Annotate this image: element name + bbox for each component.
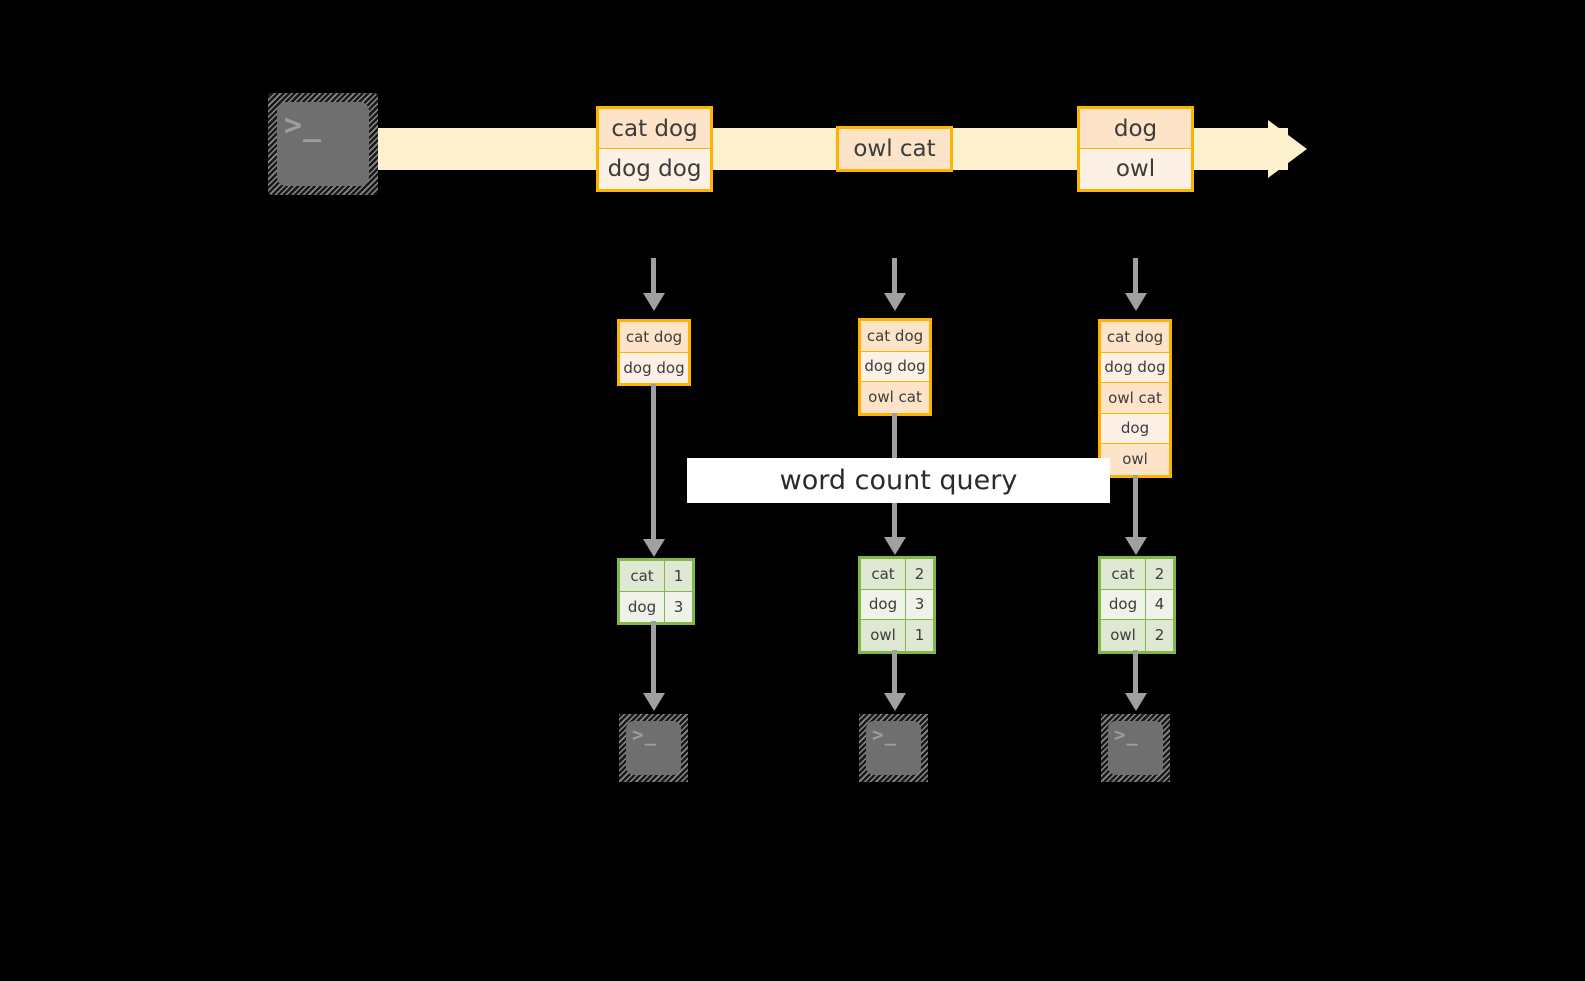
terminal-prompt-glyph: >_ <box>1114 724 1139 746</box>
snapshot-3-result-table[interactable]: cat 2 dog 4 owl 2 <box>1098 556 1176 654</box>
snapshot-2-sink-line <box>892 650 897 696</box>
result-count: 2 <box>1146 620 1173 651</box>
table-row[interactable]: dog 3 <box>861 589 933 620</box>
snapshot-message[interactable]: dog dog <box>1101 352 1169 383</box>
result-count: 3 <box>665 591 692 622</box>
result-count: 4 <box>1146 589 1173 619</box>
snapshot-message[interactable]: cat dog <box>861 321 929 352</box>
result-word: cat <box>861 559 906 589</box>
result-word: dog <box>861 589 906 619</box>
terminal-prompt-glyph: >_ <box>872 724 897 746</box>
snapshot-3-input-stack[interactable]: cat dog dog dog owl cat dog owl <box>1098 319 1172 478</box>
terminal-screen <box>626 721 681 775</box>
snapshot-2-input-stack[interactable]: cat dog dog dog owl cat <box>858 318 932 416</box>
snapshot-message[interactable]: owl cat <box>1101 383 1169 414</box>
snapshot-2-sink-arrowhead <box>884 693 906 711</box>
query-label: word count query <box>687 458 1110 503</box>
snapshot-3-feed-line <box>1133 258 1138 296</box>
terminal-prompt-glyph: >_ <box>284 108 323 143</box>
result-count: 2 <box>906 559 933 589</box>
stream-message[interactable]: dog <box>1080 109 1191 149</box>
result-word: cat <box>620 561 665 591</box>
snapshot-3-sink-arrowhead <box>1125 693 1147 711</box>
snapshot-3-query-line <box>1133 475 1138 540</box>
terminal-screen <box>277 102 369 186</box>
snapshot-1-result-table[interactable]: cat 1 dog 3 <box>617 558 695 625</box>
stream-message[interactable]: dog dog <box>599 149 710 189</box>
snapshot-message[interactable]: dog dog <box>620 352 688 383</box>
result-count: 3 <box>906 589 933 619</box>
terminal-screen <box>866 721 921 775</box>
query-label-text: word count query <box>779 465 1018 496</box>
stream-message[interactable]: cat dog <box>599 109 710 149</box>
table-row[interactable]: cat 1 <box>620 561 692 592</box>
snapshot-message[interactable]: dog dog <box>861 351 929 382</box>
snapshot-1-query-line <box>651 384 656 542</box>
snapshot-3-sink-terminal-icon: >_ <box>1101 714 1170 782</box>
result-word: cat <box>1101 559 1146 589</box>
snapshot-1-feed-arrowhead <box>643 293 665 311</box>
table-row[interactable]: dog 3 <box>620 591 692 622</box>
result-word: owl <box>1101 620 1146 651</box>
snapshot-message[interactable]: owl cat <box>861 382 929 413</box>
snapshot-2-sink-terminal-icon: >_ <box>859 714 928 782</box>
snapshot-1-sink-terminal-icon: >_ <box>619 714 688 782</box>
snapshot-2-result-table[interactable]: cat 2 dog 3 owl 1 <box>858 556 936 654</box>
table-row[interactable]: cat 2 <box>861 559 933 590</box>
snapshot-1-feed-line <box>651 258 656 296</box>
stream-group-3[interactable]: dog owl <box>1077 106 1194 192</box>
snapshot-2-feed-line <box>892 258 897 296</box>
terminal-screen <box>1108 721 1163 775</box>
snapshot-message[interactable]: cat dog <box>1101 322 1169 353</box>
snapshot-message[interactable]: owl <box>1101 444 1169 475</box>
terminal-prompt-glyph: >_ <box>632 724 657 746</box>
result-count: 1 <box>665 561 692 591</box>
result-word: owl <box>861 620 906 651</box>
table-row[interactable]: owl 1 <box>861 620 933 651</box>
result-word: dog <box>1101 589 1146 619</box>
source-terminal-icon: >_ <box>268 93 378 195</box>
table-row[interactable]: dog 4 <box>1101 589 1173 620</box>
snapshot-3-sink-line <box>1133 650 1138 696</box>
stream-group-2[interactable]: owl cat <box>836 126 953 172</box>
result-count: 2 <box>1146 559 1173 589</box>
snapshot-1-sink-line <box>651 621 656 696</box>
stream-arrow-head <box>1268 120 1307 178</box>
snapshot-1-input-stack[interactable]: cat dog dog dog <box>617 319 691 386</box>
result-count: 1 <box>906 620 933 651</box>
stream-message[interactable]: owl <box>1080 149 1191 189</box>
snapshot-2-feed-arrowhead <box>884 293 906 311</box>
snapshot-1-query-arrowhead <box>643 539 665 557</box>
snapshot-2-query-arrowhead <box>884 537 906 555</box>
stream-group-1[interactable]: cat dog dog dog <box>596 106 713 192</box>
table-row[interactable]: cat 2 <box>1101 559 1173 590</box>
snapshot-message[interactable]: dog <box>1101 413 1169 444</box>
result-word: dog <box>620 591 665 622</box>
table-row[interactable]: owl 2 <box>1101 620 1173 651</box>
snapshot-message[interactable]: cat dog <box>620 322 688 353</box>
snapshot-3-feed-arrowhead <box>1125 293 1147 311</box>
snapshot-1-sink-arrowhead <box>643 693 665 711</box>
snapshot-3-query-arrowhead <box>1125 537 1147 555</box>
stream-message[interactable]: owl cat <box>839 129 950 169</box>
